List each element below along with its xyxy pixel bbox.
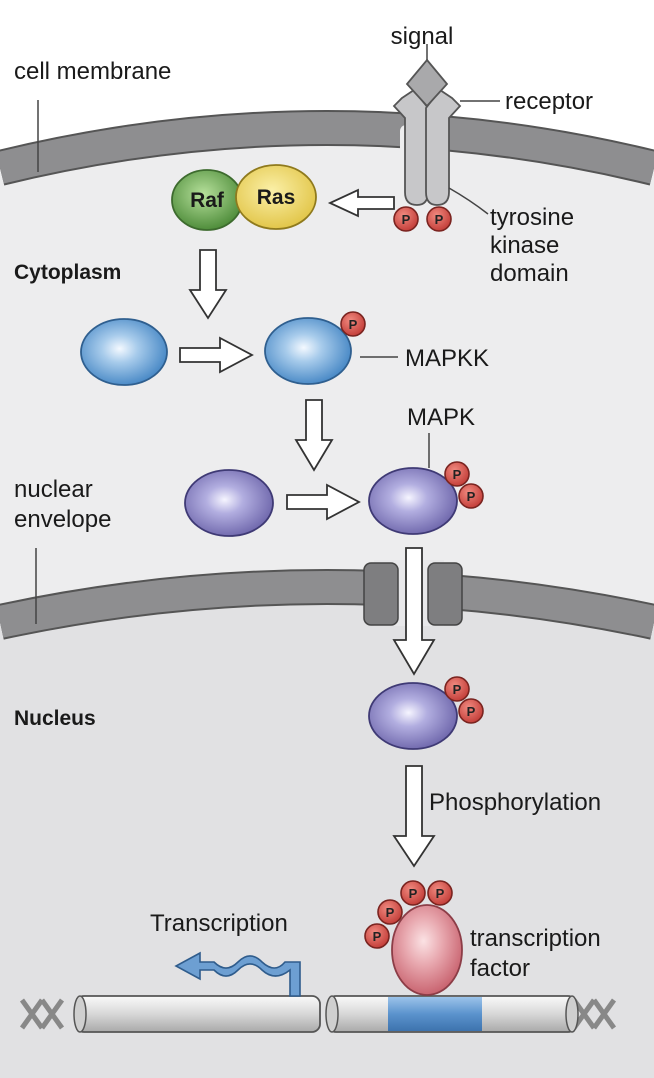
transcription-factor-label-line-2: factor — [470, 955, 530, 982]
phosphate-mapk-cytoplasm-2-label: P — [467, 489, 476, 504]
ras-label: Ras — [257, 186, 296, 209]
dna-segment-right-end-cap — [565, 995, 579, 1033]
phosphate-tf-3-label: P — [386, 905, 395, 920]
mapk-active-nucleus — [368, 682, 458, 750]
phosphate-mapk-nucleus-2-label: P — [467, 704, 476, 719]
nuclear-envelope-label-line-1: nuclear — [14, 476, 93, 503]
arrow-raf-to-mapkk — [188, 249, 228, 320]
nucleus-area — [0, 587, 654, 1078]
phosphate-mapkk: P — [340, 311, 366, 337]
nuclear-envelope-label-line-2: envelope — [14, 506, 111, 533]
ras-protein — [235, 164, 317, 230]
tyrosine-kinase-label-line-2: kinase — [490, 232, 559, 259]
arrow-mapkk-to-mapk — [294, 399, 334, 472]
phosphate-mapk-cytoplasm-1-label: P — [453, 467, 462, 482]
phosphate-mapk-nucleus-1: P — [444, 676, 470, 702]
dna-segment-left-cap — [73, 995, 87, 1033]
transcription-label: Transcription — [150, 910, 288, 937]
dna-left-helix-end — [19, 998, 65, 1030]
tyrosine-kinase-label-line-1: tyrosine — [490, 204, 574, 231]
arrow-receptor-to-ras — [327, 188, 395, 218]
phosphate-receptor-right: P — [426, 206, 452, 232]
mapkk-inactive — [80, 318, 168, 386]
phosphate-receptor-left: P — [393, 206, 419, 232]
receptor-right-chain — [425, 88, 462, 206]
nucleus-label: Nucleus — [14, 707, 96, 730]
dna-segment-right-cap — [325, 995, 339, 1033]
transcription-factor-label-line-1: transcription — [470, 925, 601, 952]
transcription-arrow — [174, 951, 301, 997]
nuclear-envelope — [0, 571, 654, 638]
mapkk-label: MAPKK — [405, 345, 489, 372]
arrow-phosphorylation — [392, 765, 436, 868]
mapk-inactive — [184, 469, 274, 537]
nuclear-pore-left — [363, 562, 399, 626]
mapk-label: MAPK — [407, 404, 475, 431]
arrow-mapk-into-nucleus — [392, 547, 436, 676]
tyrosine-kinase-leader — [448, 187, 489, 215]
transcription-factor — [391, 904, 463, 996]
cell-membrane-label: cell membrane — [14, 58, 171, 85]
phosphate-tf-3: P — [377, 899, 403, 925]
cytoplasm-label: Cytoplasm — [14, 261, 121, 284]
mapk-active-cytoplasm — [368, 467, 458, 535]
dna-binding-site — [388, 997, 482, 1031]
raf-label: Raf — [190, 189, 225, 212]
signal-molecule — [405, 58, 449, 108]
phosphate-tf-2: P — [427, 880, 453, 906]
phosphate-tf-4-label: P — [373, 929, 382, 944]
nuclear-pore-right — [427, 562, 463, 626]
phosphate-mapk-cytoplasm-1: P — [444, 461, 470, 487]
phosphate-mapkk-label: P — [349, 317, 358, 332]
arrow-mapkk-activation — [179, 336, 254, 374]
dna-segment-left — [75, 995, 321, 1033]
phosphate-tf-1: P — [400, 880, 426, 906]
phosphate-mapk-nucleus-1-label: P — [453, 682, 462, 697]
tyrosine-kinase-label-line-3: domain — [490, 260, 569, 287]
signal-label: signal — [391, 23, 454, 50]
phosphate-receptor-left-label: P — [402, 212, 411, 227]
phosphate-receptor-right-label: P — [435, 212, 444, 227]
phosphate-tf-2-label: P — [436, 886, 445, 901]
phosphate-tf-1-label: P — [409, 886, 418, 901]
phosphorylation-label: Phosphorylation — [429, 789, 601, 816]
phosphate-mapk-nucleus-2: P — [458, 698, 484, 724]
mapkk-active — [264, 317, 352, 385]
phosphate-tf-4: P — [364, 923, 390, 949]
arrow-mapk-activation — [286, 483, 361, 521]
cell-membrane — [0, 112, 654, 184]
receptor-label: receptor — [505, 88, 593, 115]
phosphate-mapk-cytoplasm-2: P — [458, 483, 484, 509]
